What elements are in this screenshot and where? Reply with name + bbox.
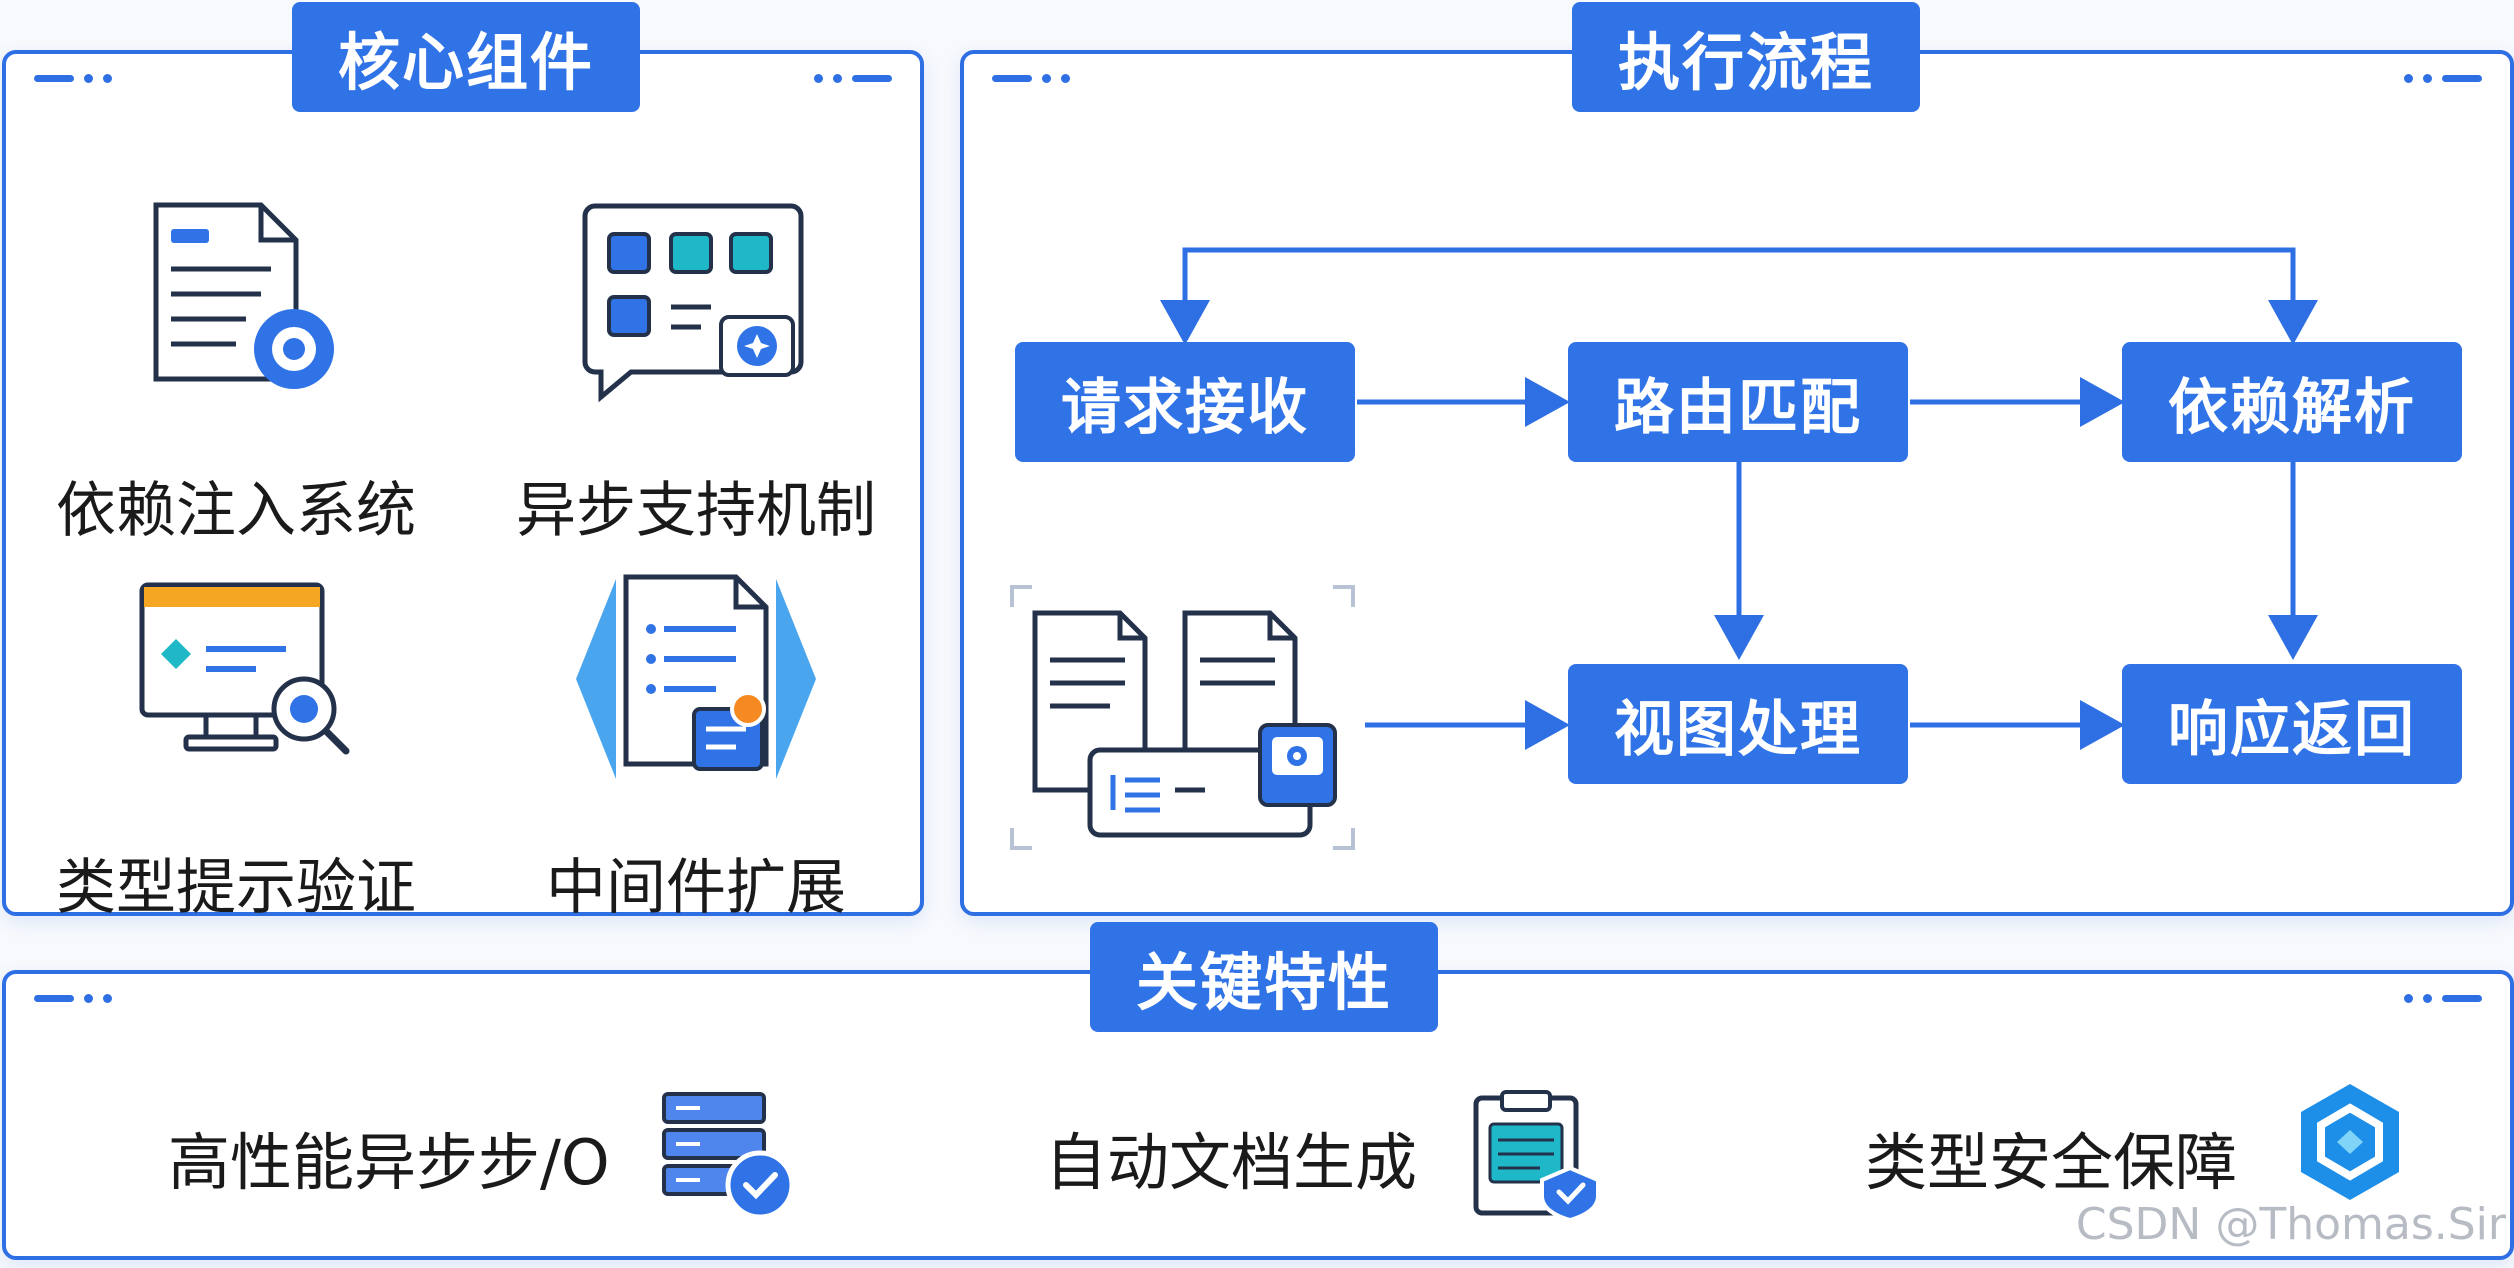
core-components-panel: 核心组件 依赖注入系统 异步支持机制 (2, 2, 924, 923)
core-components-title: 核心组件 (292, 2, 640, 112)
feature-label-auto-docs: 自动文档生成 (1045, 1126, 1418, 1199)
window-dots-left (34, 992, 112, 1004)
flow-step-dependency-resolve: 依赖解析 (2122, 342, 2462, 462)
component-label-async: 异步支持机制 (516, 476, 876, 546)
window-dots-right (2404, 72, 2482, 84)
component-label-middleware: 中间件扩展 (546, 853, 846, 923)
component-label-type-hint: 类型提示验证 (56, 853, 416, 923)
flow-step-request-receive: 请求接收 (1015, 342, 1355, 462)
execution-flow-title: 执行流程 (1572, 2, 1920, 112)
loop-arrow (1182, 247, 2318, 345)
monitor-inspect-icon (139, 582, 350, 755)
window-dots-left (992, 72, 1070, 84)
component-label-di: 依赖注入系统 (56, 476, 416, 546)
server-check-icon (662, 1092, 795, 1220)
key-features-panel: 关键特性 (2, 922, 2514, 1260)
grid-dashboard-icon (582, 203, 804, 402)
document-layers-icon (576, 574, 816, 779)
documents-camera-icon (1010, 585, 1355, 850)
document-gear-icon (153, 202, 334, 389)
watermark: CSDN @Thomas.Sir (2075, 1199, 2506, 1250)
clipboard-check-icon (1473, 1090, 1600, 1223)
hexagon-shield-icon (2301, 1084, 2399, 1200)
feature-label-async-io: 高性能异步步/O (168, 1126, 610, 1199)
window-dots-right (2404, 992, 2482, 1004)
key-features-title: 关键特性 (1090, 922, 1438, 1032)
flow-step-route-match: 路由匹配 (1568, 342, 1908, 462)
flow-step-response-return: 响应返回 (2122, 664, 2462, 784)
window-dots-left (34, 72, 112, 84)
window-dots-right (814, 72, 892, 84)
feature-label-type-safety: 类型安全保障 (1865, 1126, 2238, 1199)
flow-step-view-process: 视图处理 (1568, 664, 1908, 784)
